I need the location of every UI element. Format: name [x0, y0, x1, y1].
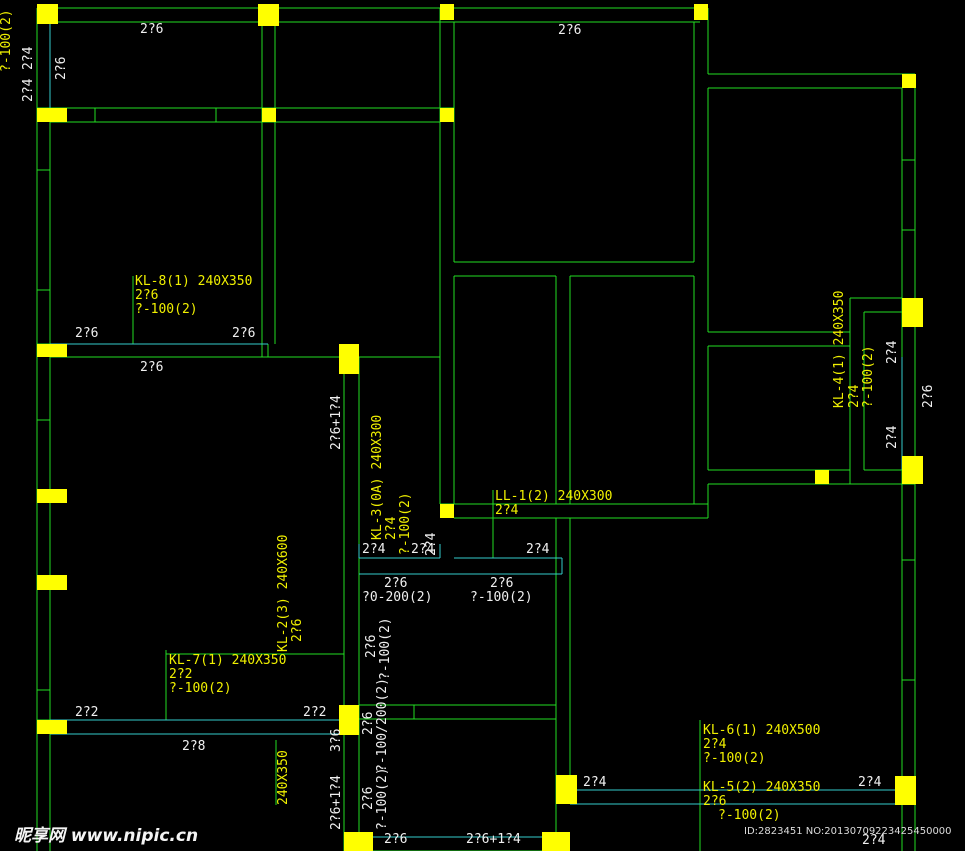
rebar-label: 2?4	[847, 384, 862, 408]
column-9	[37, 344, 67, 357]
column-13	[815, 470, 829, 484]
rebar-label: 2?4	[583, 775, 607, 790]
beam-label-ll-1: LL-1(2) 240X300	[495, 489, 613, 504]
rebar-label: 2?2	[169, 667, 193, 682]
stirrup-label: ?-100(2)	[861, 345, 876, 408]
rebar-label: 3?6	[329, 728, 344, 752]
stirrup-label: ?-100(2)	[135, 302, 198, 317]
rebar-label: 2?6	[384, 832, 408, 847]
stirrup-label: ?0-200(2)	[362, 590, 433, 605]
rebar-label: 2?4	[862, 833, 886, 848]
rebar-label: 2?4	[703, 737, 727, 752]
rebar-label: 2?6	[921, 384, 936, 408]
rebar-label: 2?4	[858, 775, 882, 790]
rebar-label: 2?6	[364, 634, 379, 658]
rebar-label: 2?4	[362, 542, 386, 557]
column-8	[902, 74, 916, 88]
beam-label-kl-4: KL-4(1) 240X350	[832, 290, 847, 408]
rebar-label: 2?6	[140, 360, 164, 375]
column-16	[37, 575, 67, 590]
rebar-label: 2?6	[54, 56, 69, 80]
column-21	[344, 832, 373, 851]
rebar-label: 2?6	[361, 786, 376, 810]
column-6	[262, 108, 276, 122]
rebar-label: 2?6	[490, 576, 514, 591]
rebar-label: 2?6	[361, 711, 376, 735]
stirrup-label: ?-100(2)	[470, 590, 533, 605]
rebar-label: 2?2	[75, 705, 99, 720]
rebar-label: 2?6+1?4	[329, 775, 344, 830]
column-2	[258, 4, 279, 26]
column-10	[339, 344, 359, 374]
columns	[37, 4, 923, 851]
rebar-label: 2?4	[411, 542, 435, 557]
stirrup-label: ?-100(2)	[378, 617, 393, 680]
rebar-label: 2?6	[140, 22, 164, 37]
rebar-label: 2?6	[75, 326, 99, 341]
rebar-label: 2?4	[495, 503, 519, 518]
rebar-label: 2?4	[384, 516, 399, 540]
column-7	[440, 108, 454, 122]
column-22	[542, 832, 570, 851]
stirrup-label: ?-100(2)	[169, 681, 232, 696]
column-12	[902, 456, 923, 484]
column-15	[37, 489, 67, 503]
stirrup-label: ?-100(2)	[703, 751, 766, 766]
stirrup-label: ?-100(2)	[718, 808, 781, 823]
column-3	[440, 4, 454, 20]
rebar-label: 2?2	[303, 705, 327, 720]
column-4	[694, 4, 708, 20]
beam-label-kl-6: KL-6(1) 240X500	[703, 723, 821, 738]
rebar-label: 2?6	[703, 794, 727, 809]
column-18	[339, 705, 359, 735]
column-14	[440, 504, 454, 518]
column-17	[37, 720, 67, 734]
slab-lines	[49, 8, 903, 838]
rebar-label: 2?6+1?4	[466, 832, 521, 847]
rebar-label: 2?6+1?4	[329, 395, 344, 450]
rebar-label: 2?6	[135, 288, 159, 303]
stirrup-label: ?-100/200(2)	[375, 678, 390, 772]
beam-size-label: 240X350	[276, 750, 291, 805]
rebar-label: 2?6	[558, 23, 582, 38]
column-5	[37, 108, 67, 122]
watermark-id: ID:2823451 NO:20130709223425450000	[744, 826, 952, 837]
column-19	[556, 775, 577, 804]
rebar-label: ?-100(2)	[0, 9, 14, 72]
watermark-brand: 昵享网 www.nipic.cn	[14, 826, 199, 846]
rebar-label: 2?4	[885, 340, 900, 364]
rebar-label: 2?6	[384, 576, 408, 591]
rebar-label: 2?4	[526, 542, 550, 557]
rebar-label: 2?4	[21, 46, 36, 70]
column-1	[37, 4, 58, 24]
beam-label-kl-2: KL-2(3) 240X600	[276, 534, 291, 652]
beam-label-kl-8: KL-8(1) 240X350	[135, 274, 253, 289]
beam-label-kl-7: KL-7(1) 240X350	[169, 653, 287, 668]
beam-lines	[36, 7, 916, 851]
rebar-label: 2?4	[885, 425, 900, 449]
beam-label-kl-3: KL-3(0A) 240X300	[370, 414, 385, 540]
beam-label-kl-5: KL-5(2) 240X350	[703, 780, 821, 795]
rebar-label: 2?8	[182, 739, 206, 754]
rebar-label: 2?4	[21, 78, 36, 102]
column-20	[895, 776, 916, 805]
stirrup-label: ?-100(2)	[375, 767, 390, 830]
column-11	[902, 298, 923, 327]
rebar-label: 2?6	[290, 618, 305, 642]
rebar-label: 2?6	[232, 326, 256, 341]
